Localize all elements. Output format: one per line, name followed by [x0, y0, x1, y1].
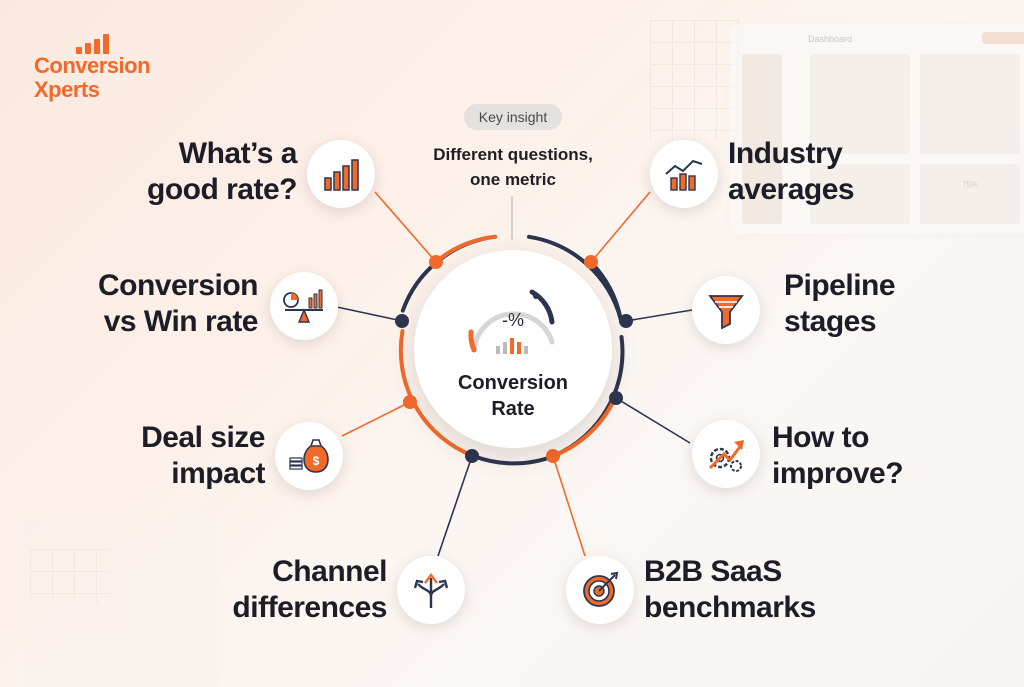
topic-good-rate-label: What’s a good rate? [140, 136, 298, 208]
spoke-industry [590, 191, 651, 263]
topic-channel-line1: Channel [272, 555, 387, 588]
topic-deal-size-node[interactable]: $ [275, 422, 343, 490]
gauge-icon [468, 289, 555, 354]
topic-b2b-line2: benchmarks [644, 591, 816, 624]
node-dot [584, 255, 598, 269]
percent-symbol: -% [502, 310, 524, 330]
node-dot [465, 449, 479, 463]
logo-bars-icon [76, 32, 150, 54]
topic-pipeline-line2: stages [784, 305, 877, 338]
spoke-good-rate [374, 191, 437, 263]
logo-line1: Conversion [34, 53, 151, 78]
topic-win-rate-line2: vs Win rate [103, 305, 259, 338]
topic-good-rate-line2: good rate? [147, 173, 298, 206]
bar-chart-icon [324, 159, 359, 191]
gear-arrow-icon [708, 440, 744, 472]
topic-improve-node[interactable] [692, 420, 760, 488]
topic-win-rate-node[interactable] [270, 272, 338, 340]
background-chart-panel [20, 515, 220, 687]
topic-b2b-line1: B2B SaaS [644, 555, 782, 588]
brand-logo: Conversion Xperts [34, 32, 151, 102]
topic-pipeline-node[interactable] [692, 276, 760, 344]
spoke-channel [437, 455, 473, 557]
topic-good-rate-node[interactable] [307, 140, 375, 208]
topic-channel-node[interactable] [397, 556, 465, 624]
spoke-win-rate [336, 306, 403, 322]
center-title-line2: Rate [491, 398, 535, 420]
dashboard-gauge-value: 75% [962, 180, 979, 189]
svg-text:$: $ [313, 454, 320, 468]
topic-b2b-node[interactable] [566, 556, 634, 624]
topic-deal-size-label: Deal size impact [100, 420, 265, 492]
subtitle: Different questions, one metric [404, 142, 622, 192]
dashboard-button-deco [982, 32, 1024, 44]
split-arrows-icon [413, 573, 449, 608]
background-grid [650, 20, 740, 140]
topic-improve-label: How to improve? [772, 420, 922, 492]
node-dot [609, 391, 623, 405]
topic-good-rate-line1: What’s a [178, 137, 298, 170]
subtitle-line2: one metric [470, 170, 556, 189]
scale-chart-icon [283, 289, 323, 323]
key-insight-pill: Key insight [464, 104, 562, 130]
money-bag-icon: $ [289, 439, 329, 473]
topic-b2b-label: B2B SaaS benchmarks [644, 554, 834, 626]
node-dot [429, 255, 443, 269]
topic-improve-line1: How to [772, 421, 869, 454]
topic-win-rate-label: Conversion vs Win rate [60, 268, 259, 340]
topic-channel-label: Channel differences [225, 554, 387, 626]
spoke-improve [615, 397, 691, 444]
topic-industry-node[interactable] [650, 140, 718, 208]
dashboard-title: Dashboard [808, 34, 853, 44]
logo-line2: Xperts [34, 77, 100, 102]
topic-deal-size-line1: Deal size [141, 421, 265, 454]
spoke-deal-size [341, 401, 411, 437]
node-dot [395, 314, 409, 328]
topic-improve-line2: improve? [772, 457, 904, 490]
target-icon [583, 571, 619, 607]
topic-industry-line1: Industry [728, 137, 843, 170]
topic-deal-size-line2: impact [171, 457, 265, 490]
node-dot [403, 395, 417, 409]
topic-industry-label: Industry averages [728, 136, 888, 208]
background-dashboard-panel: Dashboard 75% [730, 24, 1024, 234]
spoke-b2b [552, 455, 586, 557]
node-dot [619, 314, 633, 328]
center-title-line1: Conversion [457, 372, 569, 394]
trend-chart-icon [665, 159, 703, 191]
topic-industry-line2: averages [728, 173, 855, 206]
subtitle-line1: Different questions, [433, 145, 593, 164]
topic-pipeline-line1: Pipeline [784, 269, 896, 302]
center-title: Conversion Rate [414, 370, 612, 422]
topic-channel-line2: differences [232, 591, 387, 624]
topic-pipeline-label: Pipeline stages [784, 268, 914, 340]
topic-win-rate-line1: Conversion [97, 269, 259, 302]
funnel-icon [708, 295, 744, 330]
spoke-pipeline [625, 309, 693, 322]
node-dot [546, 449, 560, 463]
